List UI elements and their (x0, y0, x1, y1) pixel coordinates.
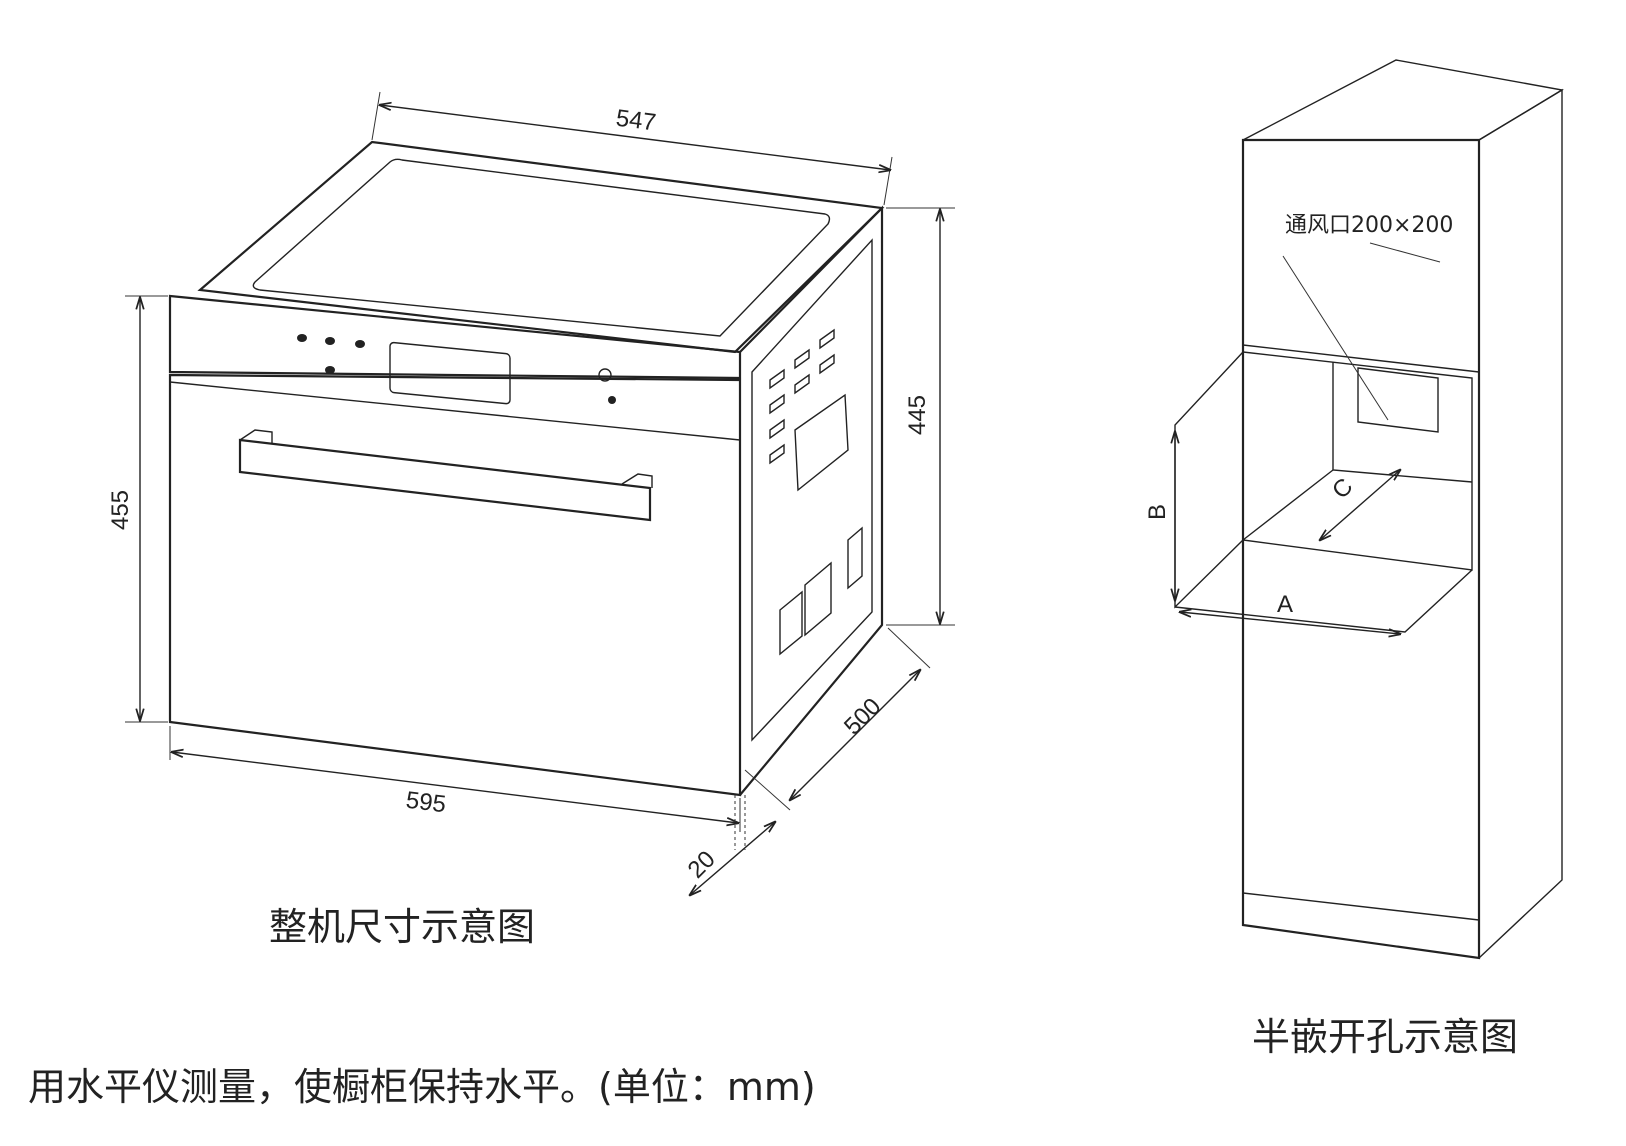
oven-drawing (168, 140, 885, 797)
label-c: C (1327, 473, 1358, 504)
label-a: A (1277, 591, 1293, 618)
dim-455: 455 (107, 490, 134, 530)
dim-595: 595 (404, 787, 447, 819)
cabinet-drawing (1174, 59, 1564, 960)
oven-top (197, 140, 885, 354)
footer-note: 用水平仪测量，使橱柜保持水平。(单位：mm) (28, 1065, 816, 1109)
dim-500: 500 (839, 693, 886, 740)
dim-547: 547 (614, 105, 657, 137)
oven-dimensions: 547 445 455 595 500 20 (107, 91, 955, 895)
control-panel (168, 294, 742, 380)
door-handle (238, 438, 652, 522)
cabinet-front (1241, 138, 1481, 960)
dim-20: 20 (683, 846, 721, 884)
oven-caption: 整机尺寸示意图 (269, 905, 535, 949)
oven-side-inner (751, 238, 873, 742)
cabinet-caption: 半嵌开孔示意图 (1252, 1015, 1518, 1059)
oven-top-recess (252, 158, 831, 337)
vent-opening (1357, 367, 1439, 433)
label-b: B (1144, 504, 1171, 520)
cabinet-top (1242, 59, 1564, 141)
oven-door (168, 373, 742, 797)
control-knobs (297, 334, 616, 404)
dim-445: 445 (904, 395, 931, 435)
door-top-edge (169, 381, 741, 441)
cabinet-dimensions: B A C (1144, 432, 1400, 634)
vent-label: 通风口200×200 (1285, 213, 1453, 238)
control-display (389, 341, 511, 405)
side-vents (769, 328, 863, 656)
cabinet-side (1478, 88, 1563, 959)
